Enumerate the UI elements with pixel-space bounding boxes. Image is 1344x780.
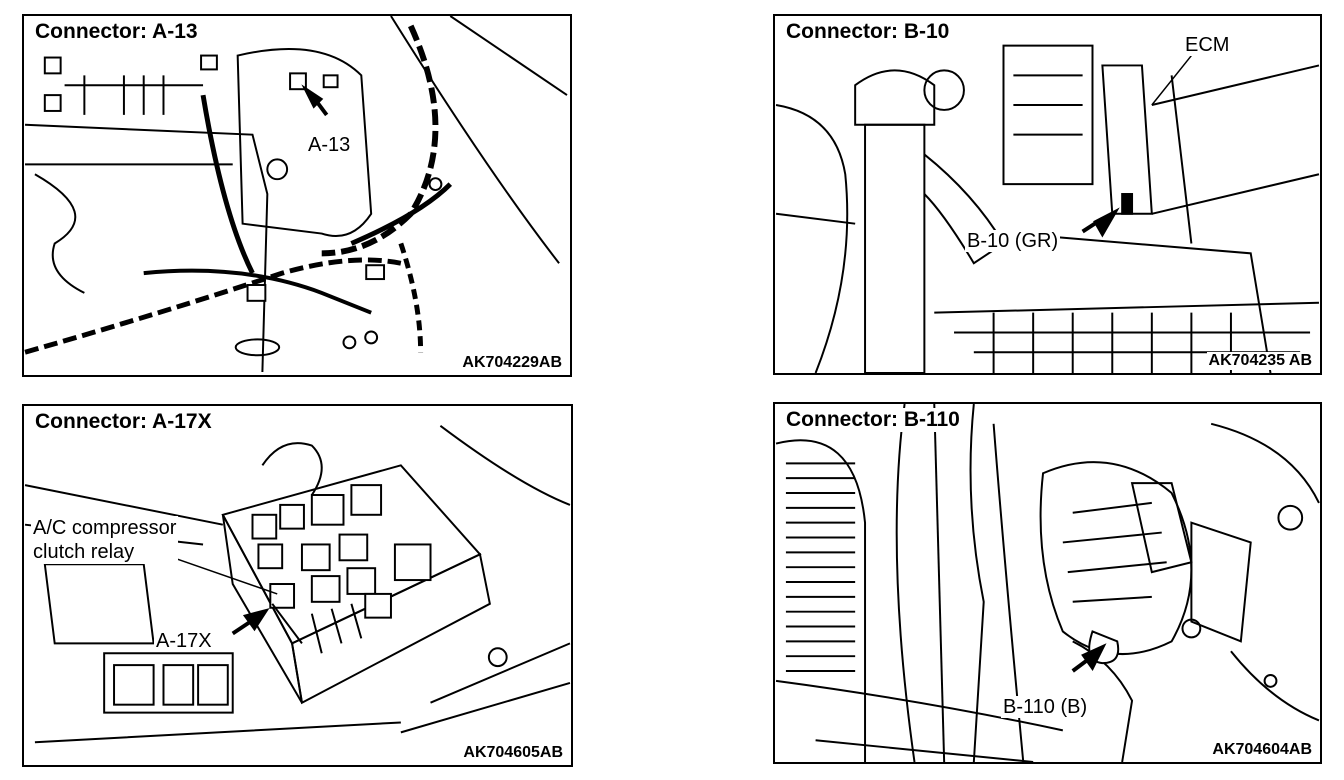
relay-callout-line2: clutch relay <box>33 541 135 563</box>
relay-callout: A/C compressor clutch relay <box>31 516 179 564</box>
engine-bay-illustration <box>775 404 1320 762</box>
connector-callout-a17x: A-17X <box>154 630 214 652</box>
figure-code: AK704605AB <box>461 744 565 762</box>
diagram-panel-b110: Connector: B-110 B-110 (B) AK704604AB <box>773 402 1322 764</box>
figure-code: AK704604AB <box>1210 741 1314 759</box>
diagram-panel-a17x: Connector: A-17X A/C compressor clutch r… <box>22 404 573 767</box>
panel-title: Connector: A-13 <box>32 20 201 44</box>
panel-title: Connector: B-10 <box>783 20 953 44</box>
connector-callout-b10: B-10 (GR) <box>965 230 1061 252</box>
figure-code: AK704235 AB <box>1206 352 1314 370</box>
relay-callout-line1: A/C compressor <box>33 517 177 539</box>
diagram-panel-a13: Connector: A-13 A-13 AK704229AB <box>22 14 572 377</box>
diagram-panel-b10: Connector: B-10 ECM B-10 (GR) AK704235 A… <box>773 14 1322 375</box>
engine-bay-illustration <box>24 16 568 373</box>
panel-title: Connector: A-17X <box>32 410 215 434</box>
ecm-callout: ECM <box>1183 34 1232 56</box>
figure-code: AK704229AB <box>460 354 564 372</box>
engine-bay-illustration <box>24 424 571 744</box>
connector-callout-b110: B-110 (B) <box>1001 696 1090 718</box>
engine-bay-illustration <box>775 44 1320 373</box>
connector-callout-a13: A-13 <box>306 134 353 156</box>
panel-title: Connector: B-110 <box>783 408 963 432</box>
